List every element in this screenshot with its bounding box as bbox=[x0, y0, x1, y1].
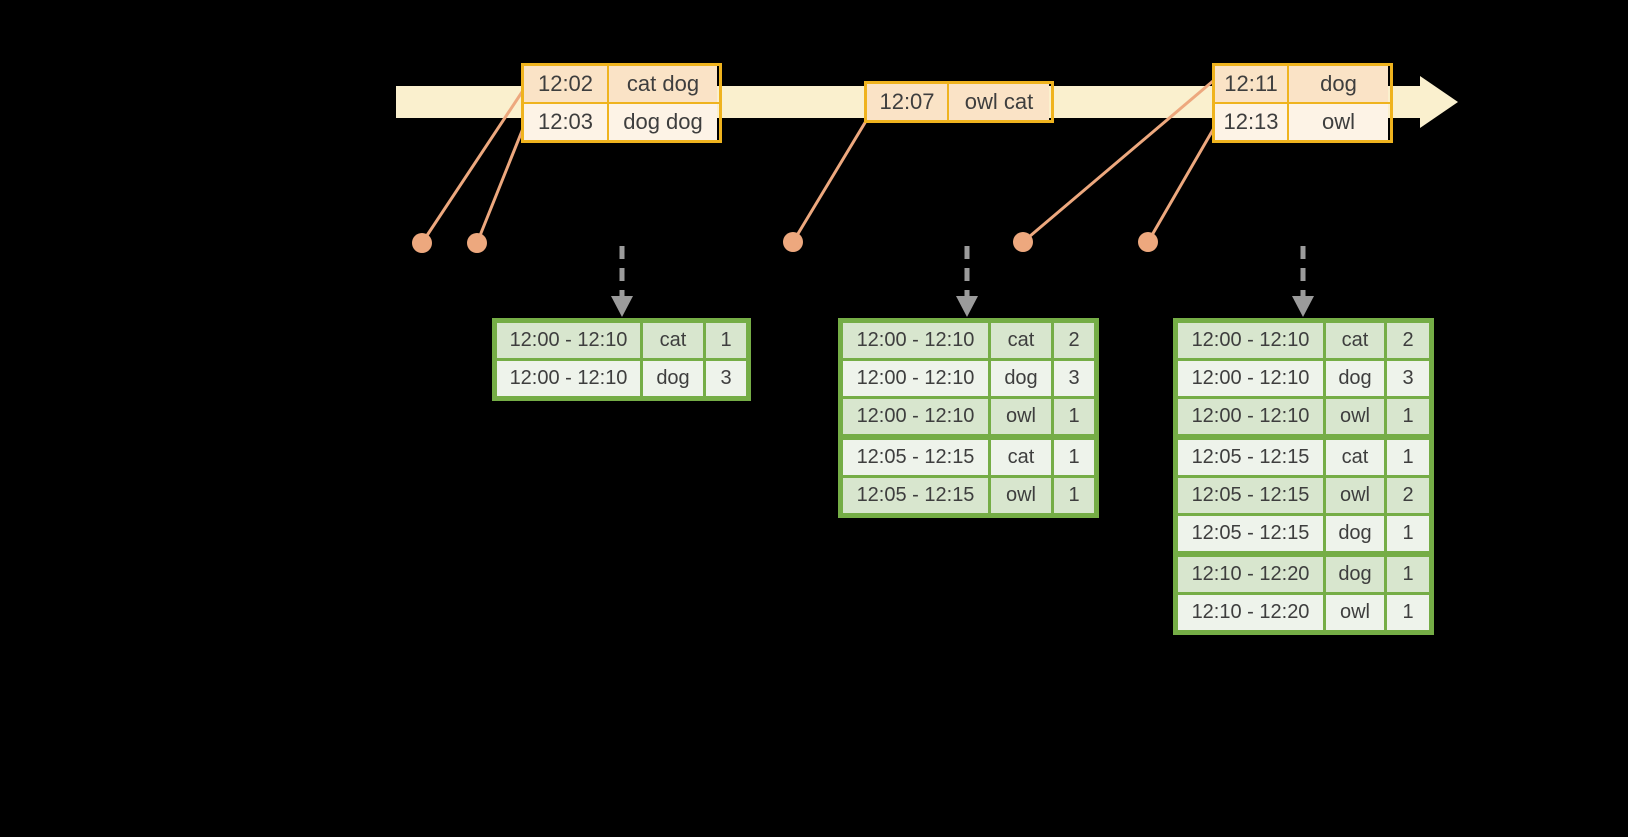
count-cell: 3 bbox=[706, 361, 746, 396]
table-row: 12:05 - 12:15 owl 2 bbox=[1178, 478, 1429, 513]
window-cell: 12:05 - 12:15 bbox=[1178, 440, 1323, 475]
event-dot-icon bbox=[412, 233, 432, 253]
word-cell: cat bbox=[1326, 323, 1384, 358]
word-cell: cat bbox=[991, 323, 1051, 358]
event-row: 12:13 owl bbox=[1215, 102, 1390, 140]
count-cell: 3 bbox=[1387, 361, 1429, 396]
count-cell: 1 bbox=[1387, 595, 1429, 630]
window-cell: 12:10 - 12:20 bbox=[1178, 595, 1323, 630]
table-row: 12:05 - 12:15 cat 1 bbox=[1178, 440, 1429, 475]
count-cell: 1 bbox=[1387, 516, 1429, 551]
event-box: 12:11 dog 12:13 owl bbox=[1212, 63, 1393, 143]
table-row: 12:10 - 12:20 owl 1 bbox=[1178, 595, 1429, 630]
event-words-cell: dog bbox=[1289, 66, 1388, 102]
word-cell: cat bbox=[991, 440, 1051, 475]
word-cell: cat bbox=[643, 323, 703, 358]
event-connector-line bbox=[475, 125, 526, 244]
table-row: 12:00 - 12:10 cat 2 bbox=[843, 323, 1094, 358]
window-cell: 12:00 - 12:10 bbox=[843, 361, 988, 396]
count-cell: 3 bbox=[1054, 361, 1094, 396]
window-cell: 12:10 - 12:20 bbox=[1178, 557, 1323, 592]
word-cell: dog bbox=[1326, 516, 1384, 551]
event-row: 12:11 dog bbox=[1215, 66, 1390, 102]
event-time-cell: 12:13 bbox=[1215, 104, 1289, 140]
window-cell: 12:05 - 12:15 bbox=[1178, 516, 1323, 551]
event-dot-icon bbox=[1013, 232, 1033, 252]
word-cell: owl bbox=[1326, 478, 1384, 513]
table-row: 12:05 - 12:15 dog 1 bbox=[1178, 516, 1429, 551]
trigger-arrow-icon bbox=[956, 246, 978, 317]
table-row: 12:10 - 12:20 dog 1 bbox=[1178, 557, 1429, 592]
window-cell: 12:05 - 12:15 bbox=[843, 440, 988, 475]
table-row: 12:00 - 12:10 dog 3 bbox=[1178, 361, 1429, 396]
table-row: 12:05 - 12:15 owl 1 bbox=[843, 478, 1094, 513]
count-cell: 2 bbox=[1387, 478, 1429, 513]
event-words-cell: owl bbox=[1289, 104, 1388, 140]
window-cell: 12:05 - 12:15 bbox=[843, 478, 988, 513]
event-dot-icon bbox=[1138, 232, 1158, 252]
event-box: 12:02 cat dog 12:03 dog dog bbox=[521, 63, 722, 143]
word-cell: owl bbox=[991, 478, 1051, 513]
count-cell: 1 bbox=[1054, 440, 1094, 475]
word-cell: owl bbox=[1326, 595, 1384, 630]
table-row: 12:00 - 12:10 dog 3 bbox=[843, 361, 1094, 396]
count-cell: 1 bbox=[1054, 399, 1094, 434]
result-table: 12:00 - 12:10 cat 1 12:00 - 12:10 dog 3 bbox=[492, 318, 751, 401]
window-cell: 12:05 - 12:15 bbox=[1178, 478, 1323, 513]
window-cell: 12:00 - 12:10 bbox=[843, 323, 988, 358]
event-dot-icon bbox=[467, 233, 487, 253]
event-dot-icon bbox=[783, 232, 803, 252]
word-cell: owl bbox=[1326, 399, 1384, 434]
event-time-cell: 12:02 bbox=[524, 66, 609, 102]
window-cell: 12:00 - 12:10 bbox=[843, 399, 988, 434]
count-cell: 1 bbox=[1387, 399, 1429, 434]
table-row: 12:00 - 12:10 cat 1 bbox=[497, 323, 746, 358]
table-row: 12:00 - 12:10 owl 1 bbox=[843, 399, 1094, 434]
event-row: 12:03 dog dog bbox=[524, 102, 719, 140]
event-connector-line bbox=[420, 88, 526, 244]
table-row: 12:00 - 12:10 dog 3 bbox=[497, 361, 746, 396]
count-cell: 2 bbox=[1054, 323, 1094, 358]
word-cell: dog bbox=[1326, 557, 1384, 592]
word-cell: cat bbox=[1326, 440, 1384, 475]
trigger-arrow-icon bbox=[1292, 246, 1314, 317]
word-cell: owl bbox=[991, 399, 1051, 434]
event-box: 12:07 owl cat bbox=[864, 81, 1054, 123]
event-connector-line bbox=[791, 120, 868, 243]
word-cell: dog bbox=[1326, 361, 1384, 396]
result-table: 12:00 - 12:10 cat 2 12:00 - 12:10 dog 3 … bbox=[1173, 318, 1434, 635]
event-connector-line bbox=[1022, 79, 1214, 244]
timeline-arrowhead-icon bbox=[1420, 76, 1458, 128]
event-words-cell: cat dog bbox=[609, 66, 717, 102]
count-cell: 1 bbox=[1387, 440, 1429, 475]
event-time-cell: 12:11 bbox=[1215, 66, 1289, 102]
result-table: 12:00 - 12:10 cat 2 12:00 - 12:10 dog 3 … bbox=[838, 318, 1099, 518]
event-words-cell: dog dog bbox=[609, 104, 717, 140]
table-row: 12:05 - 12:15 cat 1 bbox=[843, 440, 1094, 475]
table-row: 12:00 - 12:10 owl 1 bbox=[1178, 399, 1429, 434]
table-row: 12:00 - 12:10 cat 2 bbox=[1178, 323, 1429, 358]
count-cell: 2 bbox=[1387, 323, 1429, 358]
window-cell: 12:00 - 12:10 bbox=[1178, 323, 1323, 358]
event-time-cell: 12:07 bbox=[867, 84, 949, 120]
trigger-arrow-icon bbox=[611, 246, 633, 317]
count-cell: 1 bbox=[1054, 478, 1094, 513]
window-cell: 12:00 - 12:10 bbox=[497, 323, 640, 358]
event-row: 12:02 cat dog bbox=[524, 66, 719, 102]
window-cell: 12:00 - 12:10 bbox=[497, 361, 640, 396]
word-cell: dog bbox=[991, 361, 1051, 396]
count-cell: 1 bbox=[1387, 557, 1429, 592]
event-connector-line bbox=[1146, 127, 1216, 243]
count-cell: 1 bbox=[706, 323, 746, 358]
word-cell: dog bbox=[643, 361, 703, 396]
event-row: 12:07 owl cat bbox=[867, 84, 1051, 120]
window-cell: 12:00 - 12:10 bbox=[1178, 399, 1323, 434]
window-cell: 12:00 - 12:10 bbox=[1178, 361, 1323, 396]
event-time-cell: 12:03 bbox=[524, 104, 609, 140]
event-words-cell: owl cat bbox=[949, 84, 1049, 120]
